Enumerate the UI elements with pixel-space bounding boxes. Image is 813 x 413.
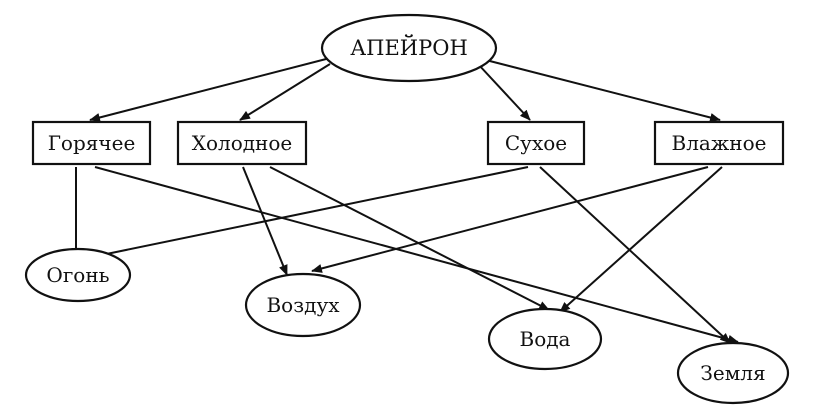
edge-apeiron-to-wet [477,57,721,122]
edge-hot-to-earth [94,166,739,344]
node-fire: Огонь [24,247,132,303]
edge-cold-to-water [269,166,550,311]
node-cold: Холодное [176,120,308,166]
node-apeiron-label: АПЕЙРОН [350,35,468,60]
node-air: Воздух [244,272,362,338]
node-wet: Влажное [653,120,785,166]
node-earth-label: Земля [700,361,765,385]
node-water-label: Вода [520,327,571,351]
node-dry: Сухое [486,120,586,166]
edge-dry-to-earth [539,166,731,344]
node-apeiron: АПЕЙРОН [320,13,498,83]
node-fire-label: Огонь [46,263,109,287]
node-hot-label: Горячее [48,131,136,155]
edge-apeiron-to-dry [477,63,531,121]
edge-wet-to-air [311,166,709,273]
node-hot: Горячее [31,120,152,166]
edges [71,57,739,344]
node-water: Вода [487,307,603,371]
node-air-label: Воздух [266,293,340,317]
edge-wet-to-water [559,166,723,313]
node-wet-label: Влажное [672,131,767,155]
edge-apeiron-to-hot [89,57,331,122]
node-cold-label: Холодное [192,131,293,155]
edge-dry-to-fire [91,166,529,260]
node-dry-label: Сухое [505,131,567,155]
node-earth: Земля [676,341,790,405]
edge-apeiron-to-cold [239,63,331,121]
